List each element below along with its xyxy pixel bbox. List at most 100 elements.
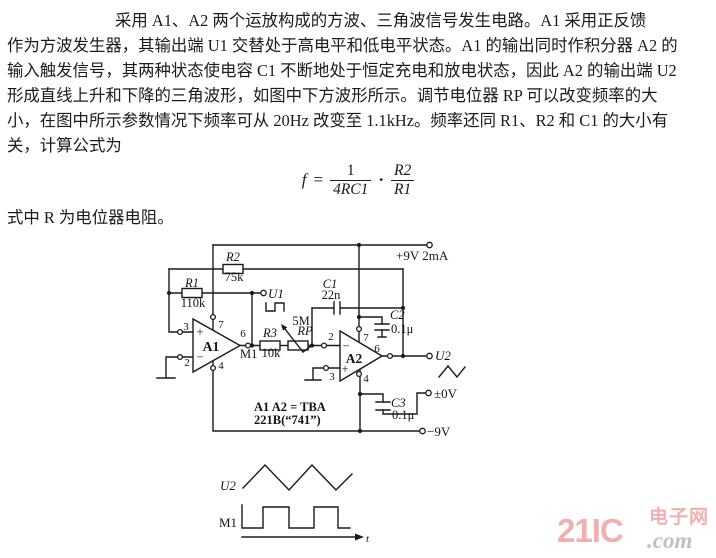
capacitors: C1 22n C2 0.1μ C3 0.1μ — [322, 277, 415, 422]
ic-note-line-2: 221B(“741”) — [254, 413, 321, 427]
body-text-line-6: 关，计算公式为 — [7, 136, 122, 155]
u2-triangle-waveform — [242, 463, 353, 492]
u1-label: U1 — [268, 286, 284, 301]
rp-wiper-arrow-line — [284, 328, 313, 353]
formula-fraction-2: R2 R1 — [391, 162, 415, 199]
rp-name: RP — [296, 324, 313, 338]
rp-value: 5M — [292, 314, 309, 328]
body-text-line-1: 采用 A1、A2 两个运放构成的方波、三角波信号发生电路。A1 采用正反馈 — [115, 11, 647, 30]
a1-noninverting-input-wire — [168, 268, 194, 333]
a2-pin6-number: 6 — [374, 343, 380, 355]
resistors: R1 110k R2 75k R3 10k — [181, 250, 281, 360]
c2-bottom-stub — [377, 329, 387, 338]
zero-volt-terminal — [425, 389, 432, 397]
a2-minus-sign: − — [342, 339, 349, 353]
body-text-line-4: 形成直线上升和下降的三角波形，如图中下方波形所示。调节电位器 RP 可以改变频率… — [7, 86, 658, 105]
r2-value: 75k — [225, 270, 245, 284]
watermark-brand-text: 21IC — [557, 512, 624, 549]
c2-lead-wire — [358, 316, 383, 325]
potentiometer-rp: 5M RP — [281, 314, 313, 353]
time-axis-arrowhead — [355, 533, 364, 541]
a1-inverting-input-ground-wire — [156, 356, 194, 379]
terminals: +9V 2mA ±0V −9V U1 U2 — [260, 241, 466, 439]
a1-pin2-number: 2 — [184, 357, 190, 369]
u1-square-wave-glyph — [265, 302, 285, 312]
rp-wiper-arrowhead — [281, 324, 288, 331]
fraction1-numerator: 1 — [346, 162, 355, 179]
time-axis-label: t — [366, 533, 370, 545]
resistor-r1-body — [181, 287, 203, 299]
junction-dots — [166, 242, 406, 434]
c2-value: 0.1μ — [391, 322, 414, 336]
formula-multiply-dot: · — [378, 170, 385, 190]
r1-name: R1 — [184, 276, 199, 290]
a2-pin2-number: 2 — [328, 331, 334, 343]
opamp-a1: A1 + − 3 2 7 4 6 M1 — [183, 317, 257, 374]
a2-noninverting-input-ground-wire — [304, 367, 341, 381]
a1-pin4-number: 4 — [218, 360, 224, 372]
u2-label: U2 — [435, 348, 451, 363]
c2-name: C2 — [390, 308, 405, 322]
ic-note: A1 A2 = TBA 221B(“741”) — [254, 400, 326, 427]
c3-to-zero-terminal-wire — [382, 392, 427, 415]
pin-circles — [176, 313, 394, 378]
a2-pin4-number: 4 — [363, 373, 369, 385]
c3-value: 0.1μ — [392, 408, 415, 422]
a2-plus-sign: + — [341, 362, 348, 376]
negative-supply-label: −9V — [427, 424, 451, 439]
watermark: 21IC 电子网 .com — [556, 505, 716, 557]
body-text-line-5: 小，在图中所示参数情况下频率可从 20Hz 改变至 1.1kHz。频率还同 R1… — [7, 111, 669, 130]
opamp-a1-triangle — [192, 317, 242, 374]
a1-minus-sign: − — [196, 350, 203, 364]
waveform-plot: U2 M1 t — [219, 463, 370, 545]
r3-value: 10k — [262, 346, 282, 360]
opamp-a2-label: A2 — [346, 351, 363, 366]
m1-square-waveform — [241, 504, 351, 529]
a1-plus-sign: + — [196, 325, 203, 339]
zero-volt-label: ±0V — [434, 386, 458, 401]
opamp-a2: A2 − + 2 3 7 4 6 — [328, 329, 384, 385]
capacitor-c2-plates — [374, 323, 390, 331]
formula-equals: = — [313, 170, 324, 190]
formula-note-line: 式中 R 为电位器电阻。 — [7, 208, 174, 227]
c1-name: C1 — [323, 277, 338, 291]
r2-name: R2 — [225, 250, 240, 264]
r3-name: R3 — [262, 326, 277, 340]
negative-rail-wire — [212, 361, 421, 432]
fraction1-denominator: 4RC1 — [330, 179, 372, 199]
formula-lhs: f — [301, 170, 307, 190]
c1-value: 22n — [322, 288, 342, 302]
c3-name: C3 — [391, 396, 406, 410]
a1-pin6-number: 6 — [240, 328, 246, 340]
fraction2-denominator: R1 — [391, 179, 415, 199]
body-paragraph: 采用 A1、A2 两个运放构成的方波、三角波信号发生电路。A1 采用正反馈 作为… — [7, 8, 713, 158]
watermark-chinese-text: 电子网 — [649, 507, 710, 528]
formula-fraction-1: 1 4RC1 — [330, 162, 372, 199]
positive-supply-terminal — [426, 241, 433, 249]
u2-terminal — [426, 352, 433, 360]
a2-pin3-number: 3 — [329, 371, 335, 383]
body-text-line-2: 作为方波发生器，其输出端 U1 交替处于高电平和低电平状态。A1 的输出同时作积… — [7, 36, 678, 55]
a1-pin7-number: 7 — [218, 319, 224, 331]
opamp-a2-triangle — [339, 329, 384, 383]
positive-supply-label: +9V 2mA — [396, 248, 449, 263]
u1-terminal — [260, 289, 267, 297]
capacitor-c1-plates — [333, 301, 341, 315]
watermark-com-text: .com — [647, 528, 693, 553]
ic-note-line-1: A1 A2 = TBA — [254, 400, 326, 414]
body-text-line-3: 输入触发信号，其两种状态使电容 C1 不断地处于恒定充电和放电状态，因此 A2 … — [7, 61, 677, 80]
waveform-u2-label: U2 — [220, 478, 236, 493]
fraction2-numerator: R2 — [394, 162, 412, 179]
capacitor-c3-plates — [375, 401, 391, 411]
m1-node-label: M1 — [240, 347, 257, 361]
resistor-r3-body — [259, 340, 281, 351]
a1-pin3-number: 3 — [183, 321, 189, 333]
r1-value: 110k — [181, 296, 206, 310]
resistor-r2-body — [222, 263, 244, 275]
u2-triangle-wave-glyph — [438, 364, 466, 379]
negative-supply-terminal — [419, 427, 426, 435]
c3-lead-wire — [359, 393, 384, 403]
waveform-m1-label: M1 — [219, 515, 237, 530]
